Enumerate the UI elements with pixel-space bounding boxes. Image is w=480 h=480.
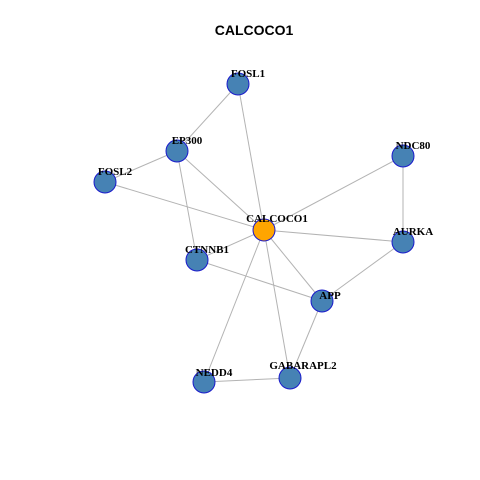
edge-layer	[104, 83, 404, 383]
edge-ctnnb1-app	[196, 259, 323, 302]
node-ndc80[interactable]	[391, 144, 415, 168]
edge-calcoco1-ndc80	[263, 155, 404, 231]
node-label-fosl2: FOSL2	[98, 166, 133, 178]
edge-aurka-app	[321, 241, 404, 302]
node-label-app: APP	[319, 290, 341, 302]
edge-calcoco1-fosl2	[104, 181, 265, 231]
edge-calcoco1-app	[263, 229, 323, 302]
edge-calcoco1-nedd4	[203, 229, 265, 383]
node-gabarapl2[interactable]	[278, 366, 302, 390]
node-label-calcoco1: CALCOCO1	[246, 213, 308, 225]
node-ctnnb1[interactable]	[185, 248, 209, 272]
node-label-ctnnb1: CTNNB1	[185, 244, 229, 256]
edge-calcoco1-aurka	[263, 229, 404, 243]
node-label-ep300: EP300	[172, 135, 203, 147]
edge-ep300-fosl2	[104, 150, 178, 183]
node-app[interactable]	[310, 289, 334, 313]
node-fosl2[interactable]	[93, 170, 117, 194]
graph-title: CALCOCO1	[215, 22, 294, 38]
node-fosl1[interactable]	[226, 72, 250, 96]
node-label-fosl1: FOSL1	[231, 68, 265, 80]
node-ep300[interactable]	[165, 139, 189, 163]
node-label-nedd4: NEDD4	[196, 367, 233, 379]
node-label-gabarapl2: GABARAPL2	[269, 360, 337, 372]
edge-calcoco1-ctnnb1	[196, 229, 265, 261]
node-nedd4[interactable]	[192, 370, 216, 394]
node-label-aurka: AURKA	[393, 226, 433, 238]
edge-ep300-fosl1	[176, 83, 239, 152]
edge-nedd4-gabarapl2	[203, 377, 291, 383]
edge-calcoco1-gabarapl2	[263, 229, 291, 379]
edge-app-gabarapl2	[289, 300, 323, 379]
node-aurka[interactable]	[391, 230, 415, 254]
node-layer	[93, 72, 415, 394]
edge-calcoco1-fosl1	[237, 83, 265, 231]
edge-ep300-ctnnb1	[176, 150, 198, 261]
edge-calcoco1-ep300	[176, 150, 265, 231]
node-calcoco1[interactable]	[252, 218, 276, 242]
node-label-ndc80: NDC80	[396, 140, 431, 152]
